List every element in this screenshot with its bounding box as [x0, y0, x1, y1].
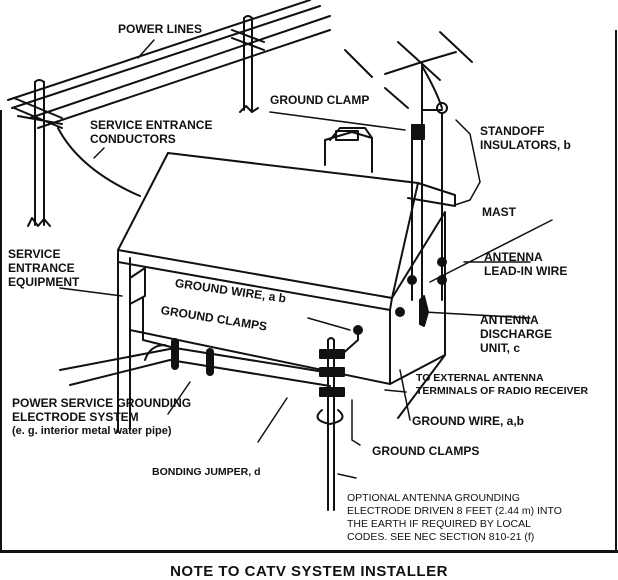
label-line: ENTRANCE	[8, 261, 75, 275]
label-line: OPTIONAL ANTENNA GROUNDING	[347, 492, 520, 504]
label-mast: MAST	[482, 205, 516, 219]
label-optional-electrode: OPTIONAL ANTENNA GROUNDING ELECTRODE DRI…	[347, 492, 562, 544]
label-line: CONDUCTORS	[90, 132, 176, 146]
house-drawing	[59, 127, 456, 433]
label-line: (e. g. interior metal water pipe)	[12, 425, 172, 437]
label-antenna-lead-in-wire: ANTENNA LEAD-IN WIRE	[484, 250, 567, 278]
label-service-entrance-equipment: SERVICE ENTRANCE EQUIPMENT	[8, 247, 79, 289]
label-antenna-discharge-unit: ANTENNA DISCHARGE UNIT, c	[480, 313, 552, 355]
left-border	[0, 110, 2, 552]
label-ground-clamp: GROUND CLAMP	[270, 93, 370, 107]
label-line: ANTENNA	[484, 250, 543, 264]
label-line: LEAD-IN WIRE	[484, 264, 568, 278]
label-line: ANTENNA	[480, 313, 539, 327]
label-line: DISCHARGE	[480, 327, 553, 341]
diagram-drawing	[7, 0, 553, 511]
label-line: TO EXTERNAL ANTENNA	[416, 372, 544, 384]
label-line: EQUIPMENT	[8, 275, 80, 289]
footer-divider	[0, 550, 618, 553]
label-line: INSULATORS, b	[480, 138, 571, 152]
ground-rod-drawing	[316, 329, 359, 511]
right-border	[615, 30, 617, 552]
label-ground-wire-ab-right: GROUND WIRE, a,b	[412, 414, 525, 428]
label-standoff-insulators: STANDOFF INSULATORS, b	[480, 124, 571, 152]
label-line: STANDOFF	[480, 124, 545, 138]
label-line: THE EARTH IF REQUIRED BY LOCAL	[347, 518, 531, 530]
label-line: POWER SERVICE GROUNDING	[12, 396, 192, 410]
footer-title: NOTE TO CATV SYSTEM INSTALLER	[170, 563, 448, 580]
label-bonding-jumper: BONDING JUMPER, d	[152, 466, 261, 478]
leader-lines	[59, 39, 553, 479]
diagram-frame: POWER LINES SERVICE ENTRANCE CONDUCTORS …	[0, 0, 617, 552]
label-service-entrance-conductors: SERVICE ENTRANCE CONDUCTORS	[90, 118, 212, 146]
label-power-service-grounding: POWER SERVICE GROUNDING ELECTRODE SYSTEM…	[12, 396, 191, 438]
label-line: SERVICE ENTRANCE	[90, 118, 213, 132]
label-line: TERMINALS OF RADIO RECEIVER	[416, 385, 589, 397]
label-to-external-antenna: TO EXTERNAL ANTENNA TERMINALS OF RADIO R…	[416, 372, 588, 398]
label-power-lines: POWER LINES	[118, 22, 203, 36]
label-line: CODES. SEE NEC SECTION 810-21 (f)	[347, 531, 535, 543]
label-line: ELECTRODE SYSTEM	[12, 410, 139, 424]
label-line: SERVICE	[8, 247, 61, 261]
label-line: ELECTRODE DRIVEN 8 FEET (2.44 m) INTO	[347, 505, 562, 517]
power-lines-drawing	[7, 0, 331, 227]
label-line: UNIT, c	[480, 341, 521, 355]
label-ground-clamps-bottom: GROUND CLAMPS	[372, 444, 480, 458]
service-conductor-wire	[57, 127, 141, 197]
antenna-drawing	[344, 31, 473, 335]
